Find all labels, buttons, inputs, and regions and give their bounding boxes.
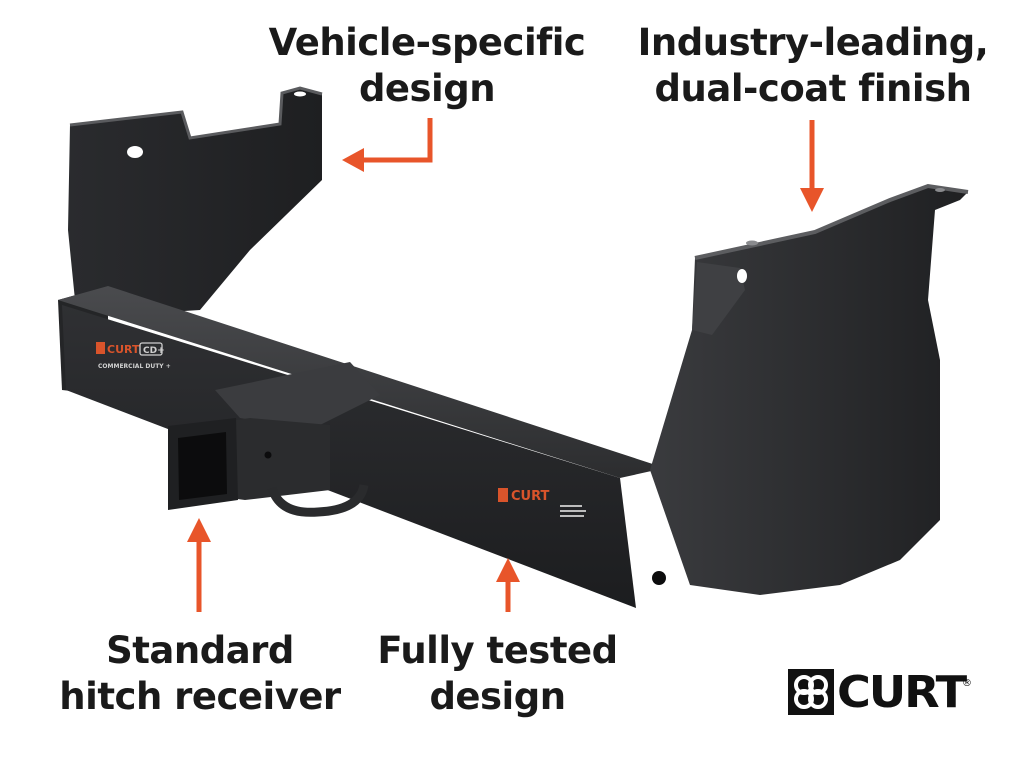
left-decal: CURT CD+ COMMERCIAL DUTY +	[96, 342, 171, 370]
right-bracket-hole-top	[746, 240, 758, 246]
tube-end-hole	[652, 571, 666, 585]
right-bracket-inner	[692, 262, 745, 335]
front-decal-brand: CURT	[511, 489, 550, 504]
callout-finish-line1: Industry-leading,	[637, 21, 989, 64]
front-decal: CURT	[498, 488, 586, 517]
callout-receiver-line1: Standard	[106, 629, 294, 672]
callout-vehicle-specific-line1: Vehicle-specific	[268, 21, 586, 64]
left-decal-badge: CD+	[143, 346, 165, 356]
left-bracket-hole-top	[294, 91, 306, 97]
right-bracket	[650, 186, 968, 595]
callout-finish: Industry-leading, dual-coat finish	[628, 20, 998, 112]
safety-loop	[267, 483, 369, 517]
curt-emblem-icon	[788, 669, 834, 715]
arrow-receiver-head	[187, 518, 211, 542]
brand-wordmark: CURT	[836, 666, 967, 718]
arrow-finish-head	[800, 188, 824, 212]
callout-finish-line2: dual-coat finish	[654, 67, 972, 110]
arrow-tested-head	[496, 558, 520, 582]
arrow-vehicle-specific-head	[342, 148, 364, 172]
right-bracket-hole	[737, 269, 747, 283]
right-bracket-hole-tip	[935, 188, 945, 192]
left-bracket-edge	[69, 86, 323, 140]
left-decal-brand: CURT	[107, 343, 140, 356]
receiver-opening	[178, 432, 227, 500]
brand-logo: CURT ®	[788, 666, 972, 718]
callout-vehicle-specific: Vehicle-specific design	[262, 20, 592, 112]
left-bracket	[68, 88, 322, 315]
center-plate	[215, 362, 380, 430]
right-bracket-flange	[694, 183, 969, 260]
callout-receiver-line2: hitch receiver	[59, 675, 341, 718]
callout-tested: Fully tested design	[370, 628, 625, 720]
cross-tube-front	[62, 305, 636, 608]
receiver-pin-hole	[264, 451, 272, 459]
brand-registered-mark: ®	[961, 678, 972, 689]
callout-tested-line2: design	[429, 675, 566, 718]
arrow-vehicle-specific	[360, 118, 433, 163]
callout-vehicle-specific-line2: design	[358, 67, 496, 110]
left-decal-sub: COMMERCIAL DUTY +	[98, 363, 171, 370]
left-bracket-hole	[127, 146, 143, 158]
callout-receiver: Standard hitch receiver	[50, 628, 350, 720]
callout-tested-line1: Fully tested	[377, 629, 618, 672]
